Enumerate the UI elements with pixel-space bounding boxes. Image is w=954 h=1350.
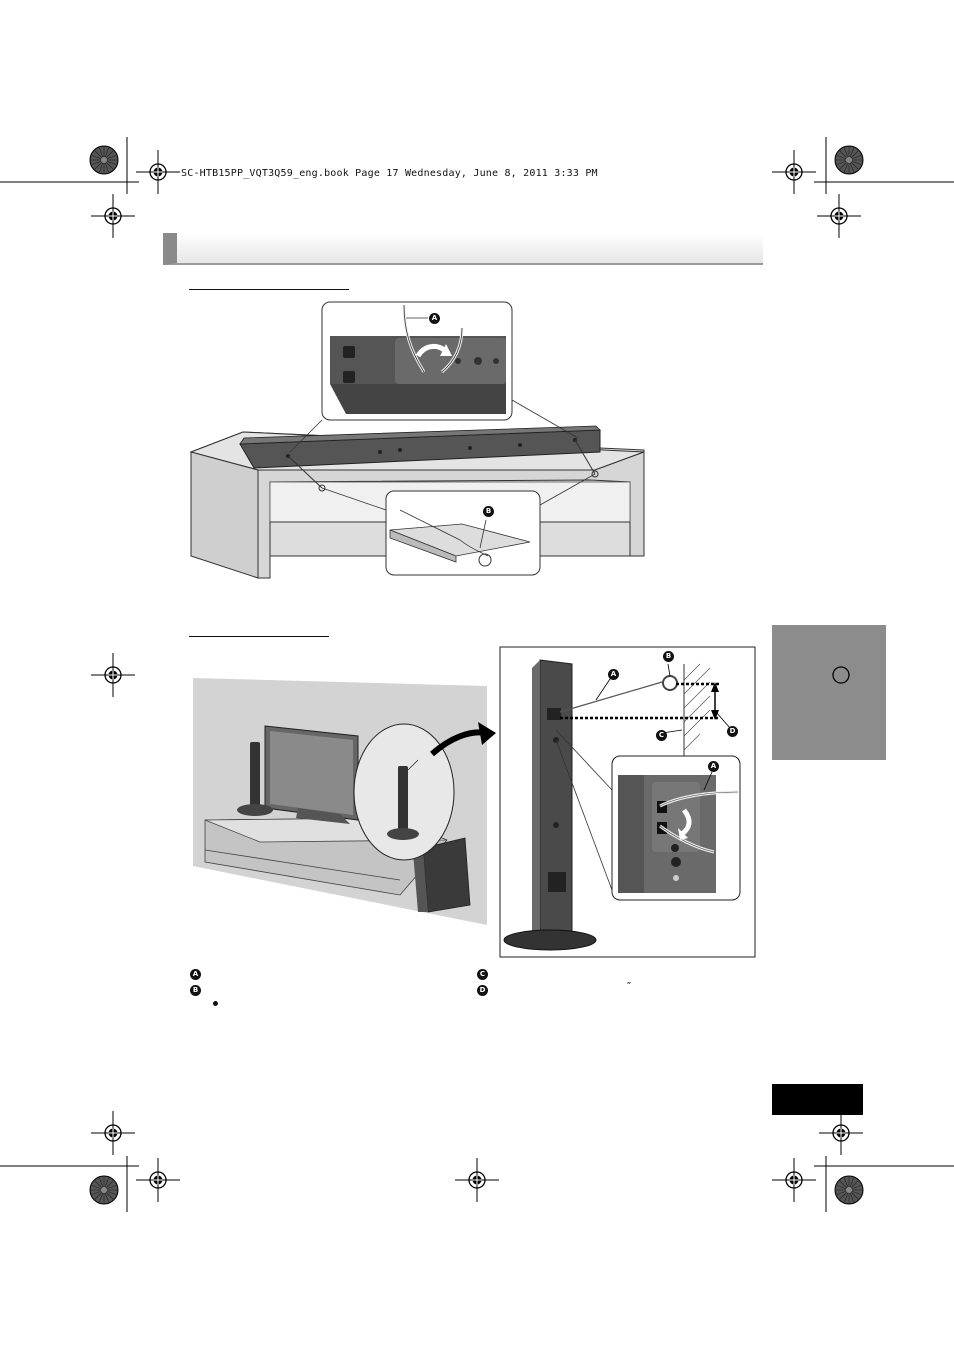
callout-a-inset: A (708, 761, 719, 772)
callout-d-fig2: D (727, 726, 738, 737)
legend-badge-d: D (477, 985, 488, 996)
legend-badge-c: C (477, 969, 488, 980)
page-number-box (772, 1084, 863, 1115)
legend-badge-a: A (190, 969, 201, 980)
callout-a-fig2: A (608, 669, 619, 680)
section-rule-2 (189, 636, 329, 637)
callout-b-fig2: B (663, 651, 674, 662)
callout-b-fig1: B (483, 506, 494, 517)
side-tab (772, 625, 886, 760)
callout-a-fig1: A (429, 313, 440, 324)
file-header-line: SC-HTB15PP_VQT3Q59_eng.book Page 17 Wedn… (181, 168, 598, 179)
inch-mark: ″ (627, 980, 632, 993)
callout-c-fig2: C (656, 730, 667, 741)
section-rule-1 (189, 289, 349, 290)
section-title-band (163, 233, 763, 265)
legend-badge-b: B (190, 985, 201, 996)
list-bullet (213, 1001, 218, 1006)
